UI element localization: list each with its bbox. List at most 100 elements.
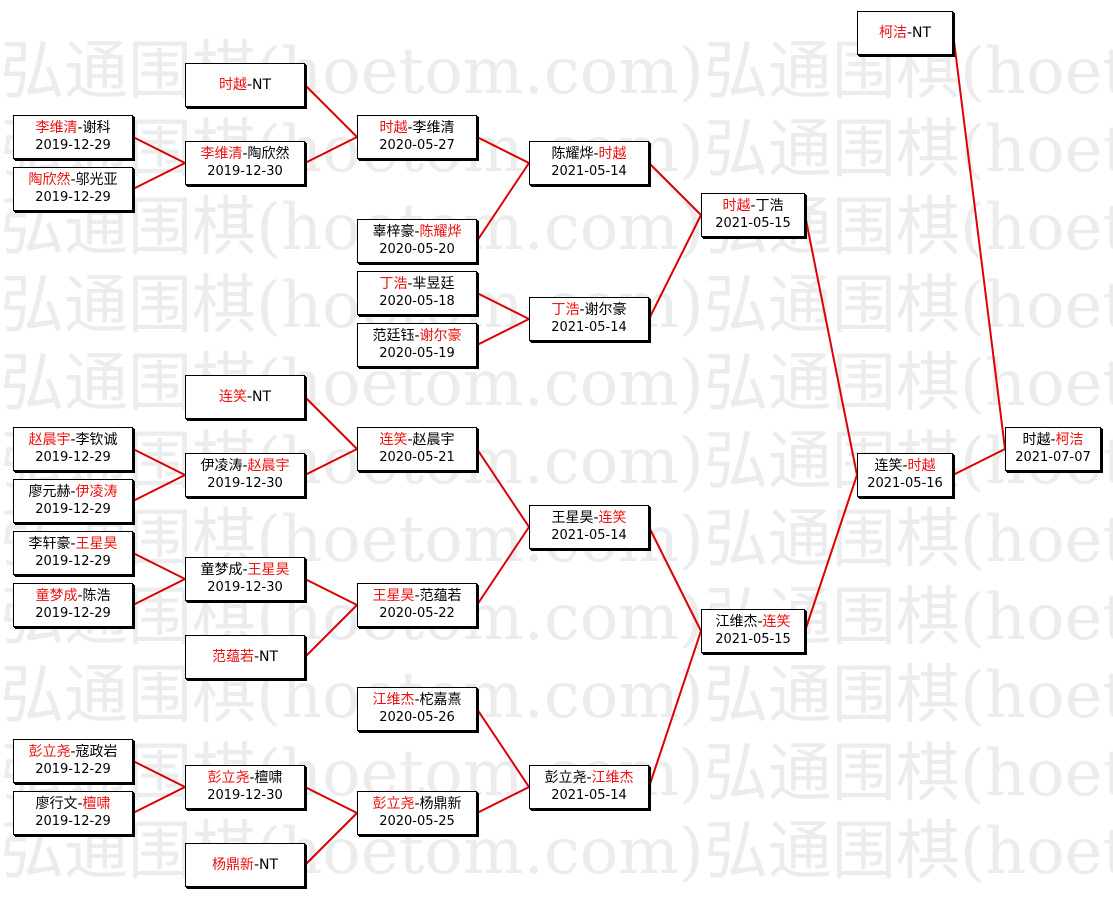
- versus-separator: -: [77, 120, 83, 136]
- player-two-name: 芈昱廷: [412, 276, 455, 292]
- match-players: 连笑-NT: [219, 388, 271, 406]
- versus-separator: -: [246, 77, 253, 93]
- match-players: 彭立尧-江维杰: [544, 769, 633, 787]
- player-two-name: NT: [252, 77, 272, 93]
- connector-line: [132, 578, 186, 606]
- connector-line: [132, 474, 186, 502]
- match-players: 辜梓豪-陈耀烨: [372, 223, 461, 241]
- match-players: 陶欣然-邬光亚: [28, 171, 117, 189]
- match-players: 范蕴若-NT: [212, 648, 278, 666]
- connector-line: [476, 162, 530, 242]
- connector-line: [804, 474, 858, 632]
- versus-separator: -: [593, 510, 599, 526]
- player-two-name: 伊凌涛: [75, 484, 118, 500]
- match-box[interactable]: 范蕴若-NT: [185, 635, 305, 679]
- match-box[interactable]: 柯洁-NT: [857, 11, 953, 55]
- connector-line: [648, 162, 702, 216]
- versus-separator: -: [579, 302, 585, 318]
- match-players: 时越-李维清: [379, 119, 454, 137]
- versus-separator: -: [253, 649, 260, 665]
- player-one-name: 范蕴若: [211, 649, 254, 665]
- match-date: 2021-05-15: [715, 632, 791, 647]
- match-players: 杨鼎新-NT: [212, 856, 278, 874]
- player-two-name: NT: [252, 389, 272, 405]
- versus-separator: -: [253, 857, 260, 873]
- connector-line: [304, 448, 358, 476]
- match-players: 丁浩-谢尔豪: [551, 301, 626, 319]
- versus-separator: -: [77, 796, 83, 812]
- versus-separator: -: [593, 146, 599, 162]
- match-date: 2019-12-29: [35, 814, 111, 829]
- connector-line: [476, 786, 530, 814]
- versus-separator: -: [242, 562, 248, 578]
- player-two-name: 李钦诚: [75, 432, 118, 448]
- player-one-name: 王星昊: [372, 588, 415, 604]
- versus-separator: -: [414, 796, 420, 812]
- match-players: 廖行文-檀啸: [35, 795, 110, 813]
- match-box[interactable]: 时越-NT: [185, 63, 305, 107]
- match-players: 彭立尧-杨鼎新: [372, 795, 461, 813]
- match-date: 2020-05-20: [379, 242, 455, 257]
- match-date: 2021-07-07: [1015, 450, 1091, 465]
- versus-separator: -: [414, 224, 420, 240]
- match-players: 陈耀烨-时越: [551, 145, 626, 163]
- connector-line: [476, 292, 530, 320]
- match-date: 2019-12-30: [207, 164, 283, 179]
- connector-line: [952, 32, 1006, 450]
- connector-line: [132, 136, 186, 164]
- player-two-name: 王星昊: [75, 536, 118, 552]
- match-players: 江维杰-连笑: [715, 613, 790, 631]
- match-date: 2021-05-14: [551, 788, 627, 803]
- match-date: 2019-12-29: [35, 606, 111, 621]
- connector-line: [304, 136, 358, 164]
- match-players: 李轩豪-王星昊: [28, 535, 117, 553]
- match-players: 江维杰-柁嘉熹: [372, 691, 461, 709]
- match-box[interactable]: 连笑-NT: [185, 375, 305, 419]
- player-two-name: 檀啸: [254, 770, 283, 786]
- match-players: 丁浩-芈昱廷: [379, 275, 454, 293]
- connector-line: [132, 760, 186, 788]
- player-two-name: 谢科: [82, 120, 111, 136]
- connector-line: [304, 84, 358, 138]
- versus-separator: -: [242, 146, 248, 162]
- match-box[interactable]: 杨鼎新-NT: [185, 843, 305, 887]
- versus-separator: -: [246, 389, 253, 405]
- player-two-name: 邬光亚: [75, 172, 118, 188]
- player-two-name: 谢尔豪: [584, 302, 627, 318]
- versus-separator: -: [414, 328, 420, 344]
- player-one-name: 江维杰: [715, 614, 758, 630]
- connector-line: [476, 526, 530, 606]
- connector-line: [304, 396, 358, 450]
- player-two-name: 赵晨宇: [247, 458, 290, 474]
- match-players: 伊凌涛-赵晨宇: [200, 457, 289, 475]
- versus-separator: -: [70, 536, 76, 552]
